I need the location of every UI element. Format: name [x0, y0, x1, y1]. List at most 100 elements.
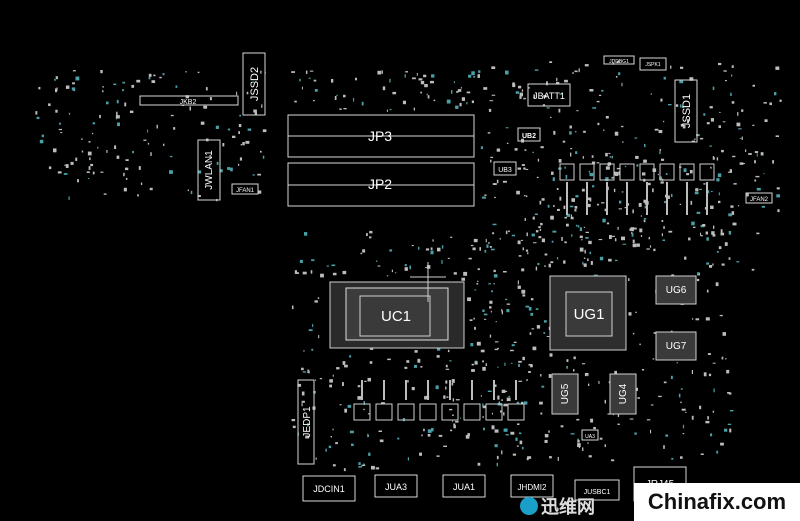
smd-part [730, 92, 732, 96]
smd-part [564, 79, 568, 83]
smd-part [169, 155, 173, 158]
smd-part [618, 72, 621, 76]
smd-part [489, 334, 492, 338]
smd-part [449, 360, 452, 362]
smd-part [514, 148, 518, 151]
smd-part [103, 193, 107, 195]
smd-part [222, 143, 225, 147]
smd-part [691, 221, 695, 226]
smd-part [311, 259, 315, 262]
smd-part [88, 141, 91, 143]
smd-part [483, 313, 488, 316]
smd-part [330, 436, 332, 438]
smd-part [519, 96, 522, 99]
smd-part [150, 152, 152, 156]
component-jssd2 [242, 52, 266, 116]
smd-part [407, 380, 409, 383]
smd-part [741, 109, 744, 112]
smd-part [497, 395, 500, 400]
smd-part [391, 269, 393, 273]
smd-part [163, 143, 165, 146]
smd-part [39, 139, 44, 144]
component-ub3 [493, 161, 517, 176]
smd-part [532, 151, 534, 153]
smd-part [602, 218, 606, 223]
smd-part [663, 381, 667, 384]
smd-part [488, 242, 490, 244]
smd-part [137, 194, 139, 197]
smd-part [512, 453, 516, 456]
smd-part [203, 105, 208, 109]
smd-part [308, 329, 313, 332]
smd-part [506, 303, 511, 305]
smd-part [389, 249, 393, 252]
smd-part [490, 159, 492, 163]
smd-part [729, 169, 732, 173]
smd-part [261, 104, 263, 108]
inductor [441, 403, 459, 421]
smd-part [406, 360, 410, 363]
smd-part [360, 252, 363, 255]
smd-part [426, 265, 431, 269]
smd-part [691, 415, 694, 420]
smd-part [320, 273, 324, 278]
smd-part [588, 240, 592, 245]
smd-part [710, 205, 714, 209]
smd-part [492, 232, 495, 235]
smd-part [301, 403, 303, 407]
smd-part [715, 282, 719, 287]
inductor [699, 163, 715, 181]
smd-part [326, 265, 329, 267]
smd-part [516, 401, 520, 404]
smd-part [342, 270, 347, 275]
smd-part [517, 167, 521, 170]
smd-part [618, 208, 622, 210]
smd-part [546, 336, 550, 337]
smd-part [726, 369, 730, 374]
smd-part [480, 349, 485, 353]
smd-part [709, 265, 713, 268]
smd-part [404, 366, 408, 369]
component-jdcin1 [302, 475, 356, 502]
smd-part [543, 332, 546, 334]
smd-part [305, 435, 310, 439]
smd-part [484, 249, 487, 253]
smd-part [443, 395, 446, 399]
smd-part [339, 404, 342, 406]
smd-part [89, 157, 91, 161]
smd-part [668, 230, 673, 233]
smd-part [584, 64, 589, 67]
smd-part [657, 173, 659, 176]
smd-part [680, 388, 683, 390]
label-jhdmi2: JHDMI2 [518, 483, 547, 492]
smd-part [153, 74, 156, 77]
inductor [579, 163, 595, 181]
smd-part [713, 388, 715, 393]
smd-part [550, 116, 552, 118]
smd-part [431, 74, 435, 78]
smd-part [736, 122, 741, 127]
smd-part [92, 122, 96, 125]
smd-part [700, 453, 704, 455]
smd-part [447, 349, 450, 353]
smd-part [526, 232, 528, 237]
smd-part [689, 170, 693, 174]
smd-part [668, 104, 672, 106]
smd-part [491, 425, 495, 430]
smd-part [517, 280, 519, 285]
inductor [599, 163, 615, 181]
smd-part [616, 167, 621, 170]
smd-part [405, 71, 408, 73]
smd-part [242, 142, 245, 146]
smd-part [88, 166, 91, 170]
smd-part [642, 172, 646, 176]
smd-part [125, 159, 129, 161]
smd-part [689, 77, 694, 81]
smd-part [466, 102, 468, 105]
smd-part [774, 92, 777, 96]
smd-part [291, 71, 295, 73]
smd-part [570, 216, 574, 220]
smd-part [611, 459, 615, 462]
smd-part [87, 178, 90, 180]
smd-part [592, 185, 595, 188]
